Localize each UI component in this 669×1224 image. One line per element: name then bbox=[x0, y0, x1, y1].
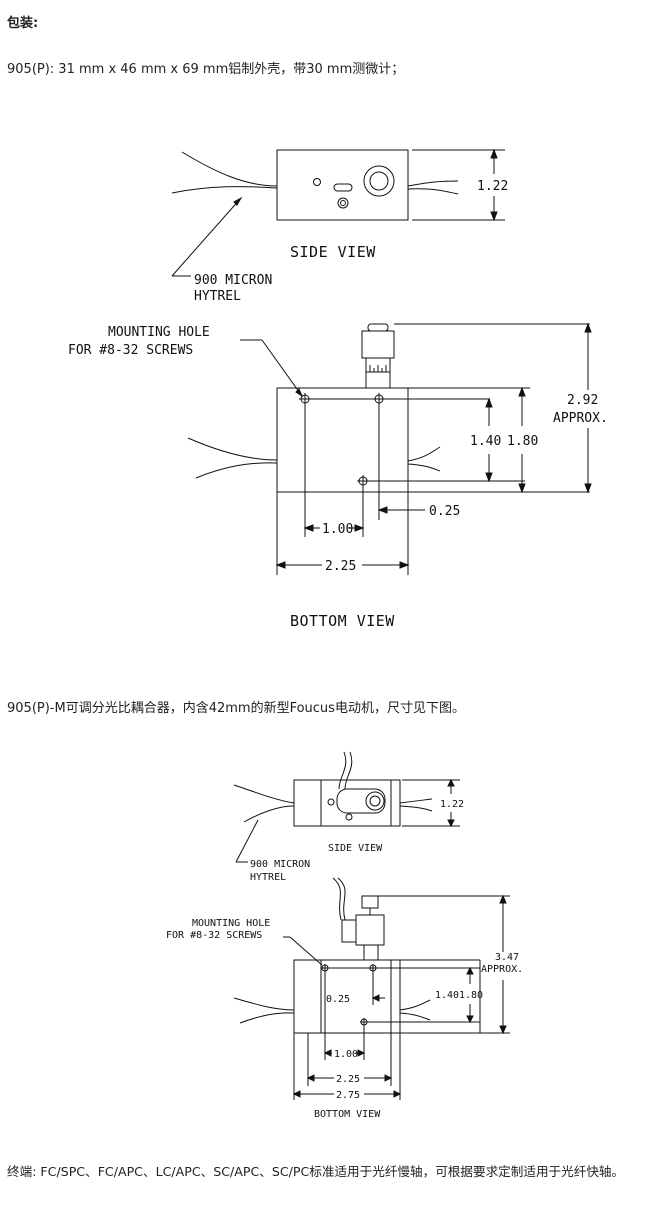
figure-905pm-drawing: 1.22 SIDE VIEW 900 MICRON HYTREL MOUNTIN… bbox=[166, 751, 523, 1120]
dim-approx-label-2: APPROX. bbox=[481, 964, 523, 975]
package-heading: 包装: bbox=[7, 16, 39, 31]
side-view-title: SIDE VIEW bbox=[290, 243, 376, 261]
mount-label-line2-2: FOR #8-32 SCREWS bbox=[166, 930, 262, 941]
micrometer-knob-outline bbox=[363, 165, 395, 197]
bottom-fiber-left-1 bbox=[187, 437, 278, 461]
mount-label-line1: MOUNTING HOLE bbox=[108, 325, 210, 340]
dim-height-label-2: 1.22 bbox=[440, 799, 464, 810]
figure-905p-drawing: 1.22 SIDE VIEW 900 MICRON HYTREL MOUNTIN… bbox=[68, 148, 608, 630]
motor-cable-side bbox=[344, 751, 353, 790]
side-fiber-right-2 bbox=[407, 188, 459, 195]
bottom-view-housing bbox=[276, 387, 409, 493]
side-view-housing bbox=[276, 149, 409, 221]
dim-180-label-2: 1.80 bbox=[459, 990, 483, 1001]
mount-label-line1-2: MOUNTING HOLE bbox=[192, 918, 270, 929]
micrometer-thimble bbox=[361, 330, 395, 359]
side-fiber-left-2 bbox=[171, 186, 278, 194]
dim-275-label-2: 2.75 bbox=[336, 1090, 360, 1101]
micrometer-knob-inner bbox=[369, 171, 389, 191]
motor-knob bbox=[361, 895, 379, 909]
dim-225-label-2: 2.25 bbox=[336, 1074, 360, 1085]
dim-100-label-2: 1.00 bbox=[334, 1049, 358, 1060]
connector-spec-text: 终端: FC/SPC、FC/APC、LC/APC、SC/APC、SC/PC标准适… bbox=[7, 1164, 625, 1179]
bottom-fiber-left-2 bbox=[195, 462, 278, 479]
side-screw-outer bbox=[337, 197, 349, 209]
side-view-title-2: SIDE VIEW bbox=[328, 843, 383, 854]
bottom-view-title-2: BOTTOM VIEW bbox=[314, 1109, 381, 1120]
fiber-label-line1: 900 MICRON bbox=[194, 273, 272, 288]
side-screw-inner bbox=[340, 200, 346, 206]
dim-100-label: 1.00 bbox=[322, 522, 353, 537]
dim-180-label: 1.80 bbox=[507, 434, 538, 449]
dim-025-label: 0.25 bbox=[429, 504, 460, 519]
dim-025-label-2: 0.25 bbox=[326, 994, 350, 1005]
dim-225-label: 2.25 bbox=[325, 559, 356, 574]
bottom-view-housing-2 bbox=[293, 959, 401, 1034]
dim-140-label-2: 1.40 bbox=[435, 990, 459, 1001]
motor-spec-text: 905(P)-M可调分光比耦合器，内含42mm的新型Foucus电动机，尺寸见下… bbox=[7, 701, 465, 716]
motor-body-bottom bbox=[355, 914, 385, 946]
bottom-fiber-right-2 bbox=[407, 463, 441, 472]
mount-label-line2: FOR #8-32 SCREWS bbox=[68, 343, 193, 358]
bottom-fiber-right-1 bbox=[407, 446, 441, 462]
side-fiber-right-1 bbox=[407, 180, 459, 187]
dim-total-label-2: 3.47 bbox=[495, 952, 519, 963]
side-slot bbox=[333, 183, 353, 192]
micrometer-barrel bbox=[365, 357, 391, 389]
fiber-label-line2-2: HYTREL bbox=[250, 872, 286, 883]
dim-total-label: 2.92 bbox=[567, 393, 598, 408]
fiber-label-line2: HYTREL bbox=[194, 289, 241, 304]
motor-body-side bbox=[336, 788, 386, 814]
housing-spec-text: 905(P): 31 mm x 46 mm x 69 mm铝制外壳，带30 mm… bbox=[7, 62, 405, 77]
side-fiber-left-1 bbox=[181, 151, 278, 187]
dim-approx-label: APPROX. bbox=[553, 411, 608, 426]
fiber-label-line1-2: 900 MICRON bbox=[250, 859, 310, 870]
side-hole bbox=[313, 178, 321, 186]
dim-height-label: 1.22 bbox=[477, 179, 508, 194]
micrometer-cap bbox=[367, 323, 389, 332]
bottom-view-title: BOTTOM VIEW bbox=[290, 612, 395, 630]
dim-140-label: 1.40 bbox=[470, 434, 501, 449]
